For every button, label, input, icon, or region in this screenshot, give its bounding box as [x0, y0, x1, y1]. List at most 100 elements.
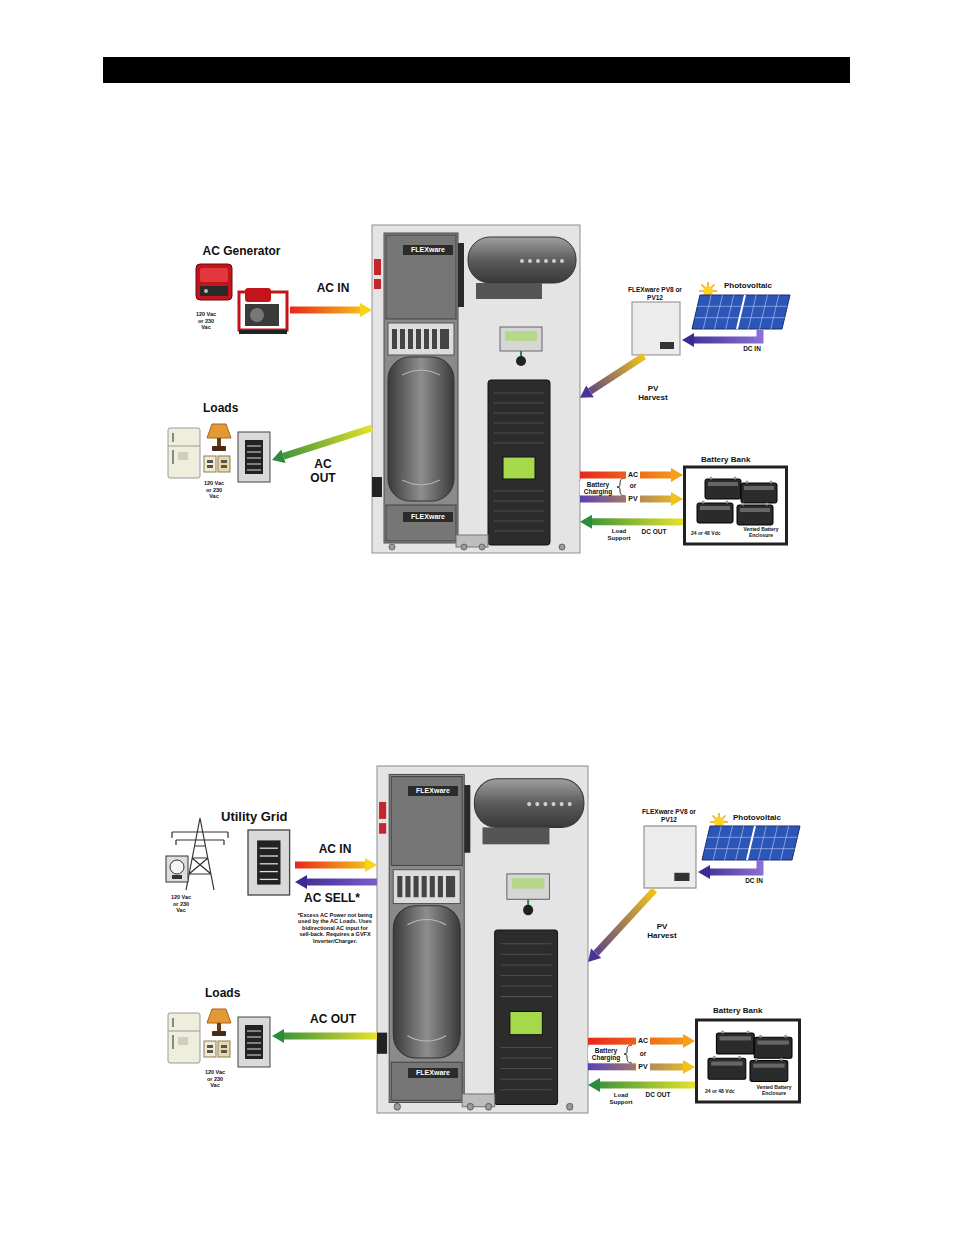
node-title: Battery Bank [701, 455, 771, 464]
combiner-box-icon [632, 302, 680, 355]
arrow-shaft [284, 1032, 377, 1039]
flow-arrow [588, 1078, 695, 1092]
node-note: 120 Vac or 230 Vac [202, 480, 226, 500]
bracket-label: Battery Charging [588, 1047, 624, 1061]
flow-label: AC OUT [306, 458, 340, 486]
arrow-head [671, 492, 683, 506]
fridge-icon [168, 428, 200, 478]
breaker-panel-icon [238, 1017, 270, 1067]
combiner-box: FLEXware PV8 or PV12 [628, 286, 682, 356]
node-title: Loads [203, 402, 248, 416]
flow-arrow [272, 1029, 377, 1043]
outlet-icon [204, 456, 230, 472]
generator-icon [239, 288, 287, 334]
flow-arrow [580, 515, 683, 529]
pv-array: Photovoltaic [700, 812, 800, 860]
flow-label: AC [626, 471, 640, 479]
arrow-shaft [694, 330, 760, 340]
battery-bank: Battery Bank 24 or 48 Vdc Vented Battery E… [683, 455, 788, 545]
ac-loads: Loads 120 Vac or 230 Vac [165, 400, 272, 507]
arrow-shaft [588, 1063, 683, 1070]
flow-arrow [580, 356, 644, 398]
node-title: Battery Bank [713, 1006, 783, 1015]
arrow-head [360, 303, 372, 317]
node-title: Photovoltaic [733, 813, 795, 822]
flow-arrow [588, 1034, 695, 1048]
pv-array-icon [692, 295, 790, 329]
battery-enclosure [685, 467, 787, 544]
conjunction: or [636, 1050, 650, 1057]
battery-icon [708, 1030, 792, 1081]
arrow-head [272, 1029, 284, 1043]
lamp-icon [207, 1009, 231, 1036]
bracket [617, 478, 625, 496]
flexpower-panel-art [377, 766, 588, 1113]
arrow-head [295, 875, 307, 889]
bracket-label: Battery Charging [580, 481, 616, 495]
arrow-head [272, 450, 286, 463]
arrow-head [683, 1060, 695, 1074]
node-title: FLEXware PV8 or PV12 [640, 808, 698, 823]
arrow-head [671, 468, 683, 482]
flow-label: AC IN [300, 843, 370, 857]
flow-arrow [290, 303, 372, 317]
flow-label: AC SELL* [296, 892, 368, 906]
flow-label: DC OUT [636, 528, 672, 535]
node-note: 120 Vac or 230 Vac [169, 894, 193, 914]
footnote: *Excess AC Power not being used by the A… [296, 912, 374, 944]
arrow-head [365, 858, 377, 872]
node-title: Utility Grid [221, 810, 295, 825]
node-title: AC Generator [193, 245, 290, 259]
arrow-shaft [592, 518, 683, 525]
arrow-head [683, 1034, 695, 1048]
utility-grid: Utility Grid 120 Vac or 230 Vac [165, 808, 295, 916]
pv-array-icon [702, 826, 800, 860]
bracket [624, 1045, 632, 1063]
flow-label: PV [626, 495, 640, 503]
brand-logo: FLEXware [408, 786, 458, 796]
node-note: Vented Battery Enclosure [739, 527, 783, 538]
ac-loads: Loads120 Vac or 230 Vac [165, 985, 272, 1092]
breaker-panel-icon [238, 432, 270, 482]
meter-icon [166, 856, 188, 882]
flexpower-panel: FLEXwareFLEXware [372, 225, 580, 553]
pv-array: Photovoltaic [690, 280, 790, 330]
combiner-box: FLEXware PV8 or PV12 [640, 808, 698, 890]
flow-arrow [295, 858, 377, 872]
arrow-shaft [290, 306, 360, 313]
arrow-shaft [580, 471, 671, 478]
flow-label: DC OUT [640, 1091, 676, 1098]
conjunction: or [626, 482, 640, 489]
node-note: Vented Battery Enclosure [753, 1085, 795, 1096]
outlet-icon [204, 1041, 230, 1057]
brand-logo: FLEXware [403, 512, 453, 522]
node-note: 120 Vac or 230 Vac [203, 1069, 227, 1089]
flow-arrow [588, 1060, 695, 1074]
flow-label: AC IN [298, 282, 368, 296]
header-bar [103, 57, 850, 83]
arrow-head [698, 865, 710, 879]
flexpower-panel: FLEXwareFLEXware [377, 766, 588, 1113]
arrow-shaft [307, 878, 377, 885]
brand-logo: FLEXware [408, 1068, 458, 1078]
arrow-shaft [580, 495, 671, 502]
arrow-shaft [295, 861, 365, 868]
arrow-shaft [588, 1037, 683, 1044]
lamp-icon [207, 424, 231, 451]
battery-enclosure [697, 1020, 800, 1102]
flow-note: Load Support [604, 528, 634, 542]
arrow-shaft [283, 428, 372, 456]
fridge-icon [168, 1013, 200, 1063]
flow-note: Load Support [606, 1092, 636, 1106]
flow-label: AC [636, 1037, 650, 1045]
flow-label: PV [636, 1063, 650, 1071]
combiner-box-icon [644, 826, 696, 888]
arrow-head [580, 385, 594, 397]
node-note: 24 or 48 Vdc [691, 531, 731, 537]
battery-icon [697, 477, 777, 526]
flow-arrow [580, 468, 683, 482]
arrow-head [682, 333, 694, 347]
arrow-head [580, 515, 592, 529]
